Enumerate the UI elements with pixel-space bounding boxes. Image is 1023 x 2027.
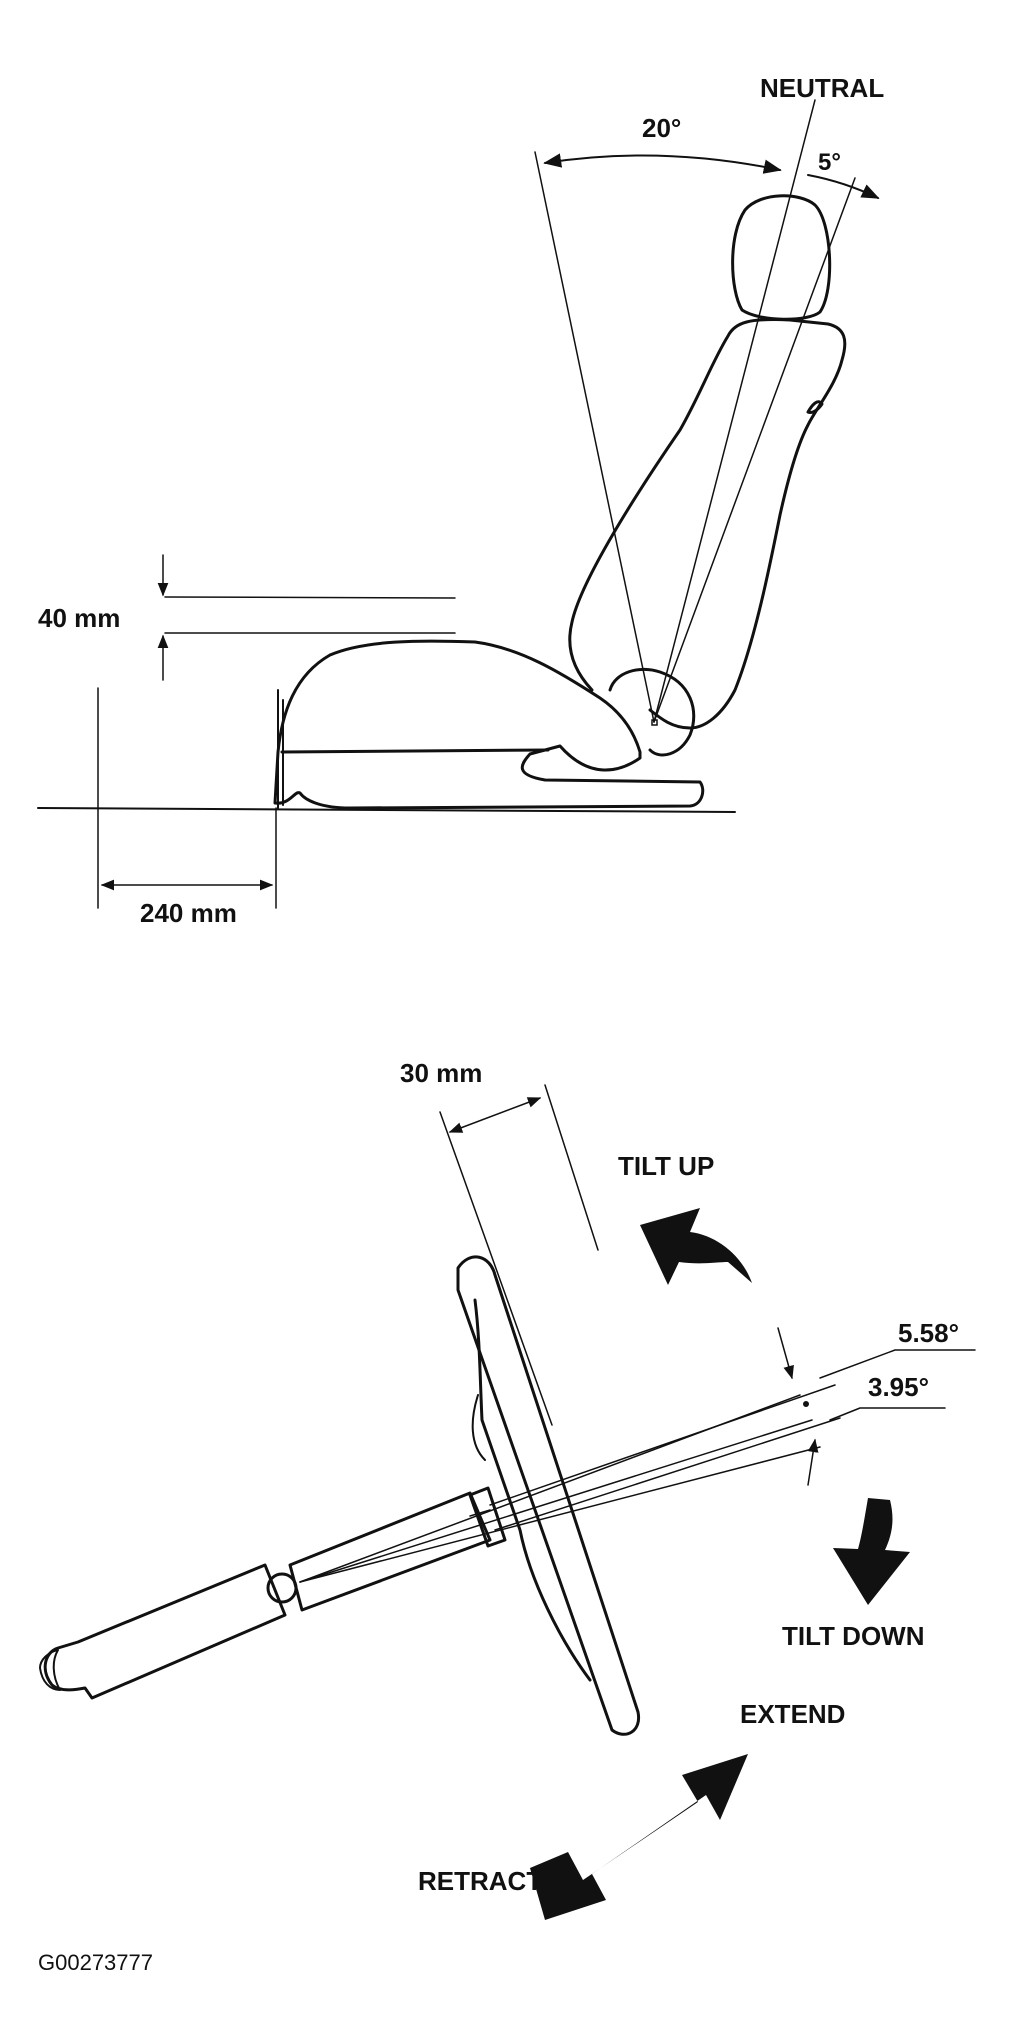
forward-angle-label: 5° (818, 149, 841, 176)
floor-line (37, 807, 736, 813)
tilt-up-angle-arrow (777, 1327, 794, 1380)
height-adjust-label: 40 mm (38, 603, 120, 633)
seatback-hinge (608, 667, 696, 757)
seatback-side-lever (806, 400, 824, 414)
height-upper-line (164, 596, 456, 599)
seat-diagram: NEUTRAL 20° 5° 40 mm 240 mm (37, 73, 884, 928)
tilt-down-angle-leader (829, 1407, 946, 1421)
recline-angle-label: 20° (642, 113, 681, 143)
telescopic-label: 30 mm (400, 1058, 482, 1088)
column-axis-upper (489, 1384, 836, 1506)
column-end-cap (39, 1649, 61, 1691)
tilt-reference-dot (803, 1401, 809, 1407)
tilt-up-arrow (640, 1208, 752, 1285)
telescopic-line-left (439, 1111, 553, 1426)
seatback (568, 318, 847, 730)
tilt-down-label: TILT DOWN (782, 1621, 924, 1651)
extend-retract-arrow (530, 1754, 748, 1920)
figure-code: G00273777 (38, 1950, 153, 1975)
column-axis-lower (494, 1417, 841, 1531)
recline-limit-line (534, 151, 655, 723)
tilt-down-arrow (833, 1498, 910, 1605)
neutral-tilt-line (299, 1419, 813, 1583)
neutral-label: NEUTRAL (760, 73, 884, 103)
seat-cushion-base (280, 748, 550, 754)
steering-column (39, 1486, 507, 1700)
steering-wheel (456, 1255, 641, 1736)
forward-angle-arc (807, 174, 880, 199)
steering-wheel-rim-inner (471, 1394, 486, 1461)
extend-label: EXTEND (740, 1699, 845, 1729)
telescopic-arrow (448, 1097, 542, 1133)
column-upper-tube (288, 1491, 492, 1612)
tilt-up-angle-leader (819, 1349, 976, 1379)
steering-diagram: 30 mm 5.58° 3.95° TILT UP (39, 1058, 976, 1920)
tilt-down-line (299, 1446, 821, 1583)
tilt-up-label: TILT UP (618, 1151, 714, 1181)
tilt-down-angle-arrow (807, 1438, 819, 1486)
recline-angle-arc (543, 153, 782, 174)
column-joint (266, 1572, 298, 1604)
collar-detail (469, 1509, 491, 1517)
column-lower-tube (43, 1563, 287, 1700)
column-collar (468, 1486, 507, 1548)
tilt-up-angle-label: 5.58° (898, 1318, 959, 1348)
telescopic-line-right (544, 1084, 599, 1251)
slide-label: 240 mm (140, 898, 237, 928)
forward-limit-line (653, 177, 856, 723)
headrest (731, 194, 832, 321)
retract-label: RETRACT (418, 1866, 542, 1896)
seat-cushion (273, 639, 705, 810)
tilt-down-angle-label: 3.95° (868, 1372, 929, 1402)
neutral-line (653, 99, 816, 723)
steering-wheel-hub (473, 1298, 592, 1682)
